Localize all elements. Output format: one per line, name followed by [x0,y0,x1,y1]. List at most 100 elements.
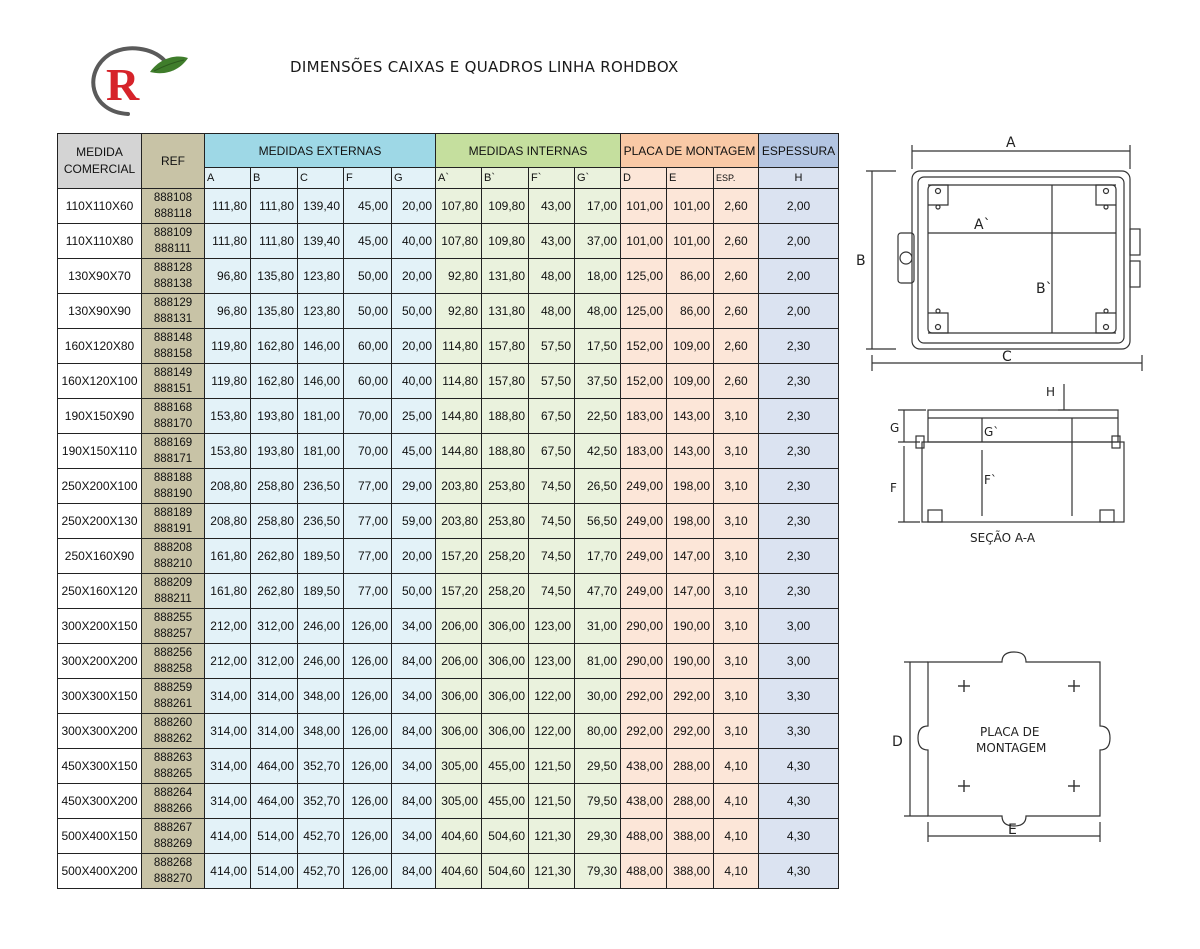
cell-value: 29,00 [391,468,436,504]
cell-medida-comercial: 190X150X110 [57,433,142,469]
cell-value: 2,00 [758,188,839,224]
cell-medida-comercial: 250X160X120 [57,573,142,609]
ref-code: 888148 [153,332,193,344]
ref-code: 888190 [153,488,193,500]
cell-value: 60,00 [343,328,392,364]
dim-label-e: E [1008,822,1017,838]
cell-value: 4,10 [713,783,759,819]
cell-value: 143,00 [666,398,714,434]
cell-value: 292,00 [666,678,714,714]
cell-value: 77,00 [343,503,392,539]
ref-code: 888188 [153,472,193,484]
cell-value: 258,80 [250,503,298,539]
cell-value: 79,50 [574,783,621,819]
cell-value: 43,00 [528,188,575,224]
cell-value: 193,80 [250,433,298,469]
cell-value: 208,80 [204,503,251,539]
cell-value: 2,30 [758,503,839,539]
cell-value: 312,00 [250,643,298,679]
dim-label-f-inner: F` [984,473,997,487]
logo-swoosh [91,46,166,116]
cell-value: 2,60 [713,363,759,399]
ref-code: 888168 [153,402,193,414]
cell-value: 56,50 [574,503,621,539]
cell-value: 249,00 [620,468,667,504]
ref-code: 888269 [153,838,193,850]
cell-medida-comercial: 300X200X200 [57,643,142,679]
ref-code: 888260 [153,717,193,729]
cell-value: 126,00 [343,643,392,679]
cell-value: 25,00 [391,398,436,434]
ref-code: 888210 [153,558,193,570]
cell-value: 2,30 [758,328,839,364]
cell-value: 3,10 [713,678,759,714]
cell-value: 84,00 [391,853,436,889]
cell-value: 77,00 [343,573,392,609]
plate-label-line2: MONTAGEM [976,741,1046,755]
cell-value: 2,30 [758,538,839,574]
page-title: DIMENSÕES CAIXAS E QUADROS LINHA ROHDBOX [290,58,679,76]
cell-value: 488,00 [620,818,667,854]
cell-value: 125,00 [620,293,667,329]
dim-label-g: G [890,421,899,435]
cell-value: 2,30 [758,398,839,434]
cell-value: 114,80 [435,328,482,364]
ref-code: 888131 [153,313,193,325]
cell-value: 70,00 [343,433,392,469]
cell-value: 388,00 [666,853,714,889]
cell-value: 37,00 [574,223,621,259]
cell-medida-comercial: 110X110X80 [57,223,142,259]
cell-value: 504,60 [481,818,529,854]
cell-value: 153,80 [204,433,251,469]
cell-value: 314,00 [204,678,251,714]
cell-value: 109,00 [666,328,714,364]
cell-value: 2,00 [758,258,839,294]
dim-label-f: F [890,481,897,495]
cell-value: 123,80 [297,258,344,294]
cell-value: 40,00 [391,363,436,399]
ref-code: 888191 [153,523,193,535]
cell-value: 67,50 [528,433,575,469]
cell-value: 17,50 [574,328,621,364]
cell-medida-comercial: 250X200X130 [57,503,142,539]
cell-value: 119,80 [204,328,251,364]
cell-value: 48,00 [528,258,575,294]
cell-medida-comercial: 450X300X200 [57,783,142,819]
cell-value: 464,00 [250,748,298,784]
subheader-col: D [620,167,667,189]
cell-value: 4,30 [758,783,839,819]
cell-value: 514,00 [250,853,298,889]
subheader-col: E [666,167,714,189]
ref-code: 888108 [153,192,193,204]
cell-value: 47,70 [574,573,621,609]
cell-value: 262,80 [250,538,298,574]
cell-value: 126,00 [343,713,392,749]
dim-label-b-inner: B` [1036,281,1053,297]
cell-value: 2,60 [713,223,759,259]
cell-value: 50,00 [391,573,436,609]
cell-value: 2,30 [758,573,839,609]
cell-value: 126,00 [343,818,392,854]
cell-value: 84,00 [391,713,436,749]
cell-value: 84,00 [391,783,436,819]
cell-value: 57,50 [528,328,575,364]
cell-value: 189,50 [297,538,344,574]
cell-value: 306,00 [481,643,529,679]
cell-value: 249,00 [620,573,667,609]
ref-code: 888256 [153,647,193,659]
cell-value: 464,00 [250,783,298,819]
cell-value: 31,00 [574,608,621,644]
cell-value: 2,60 [713,258,759,294]
cell-value: 109,80 [481,223,529,259]
